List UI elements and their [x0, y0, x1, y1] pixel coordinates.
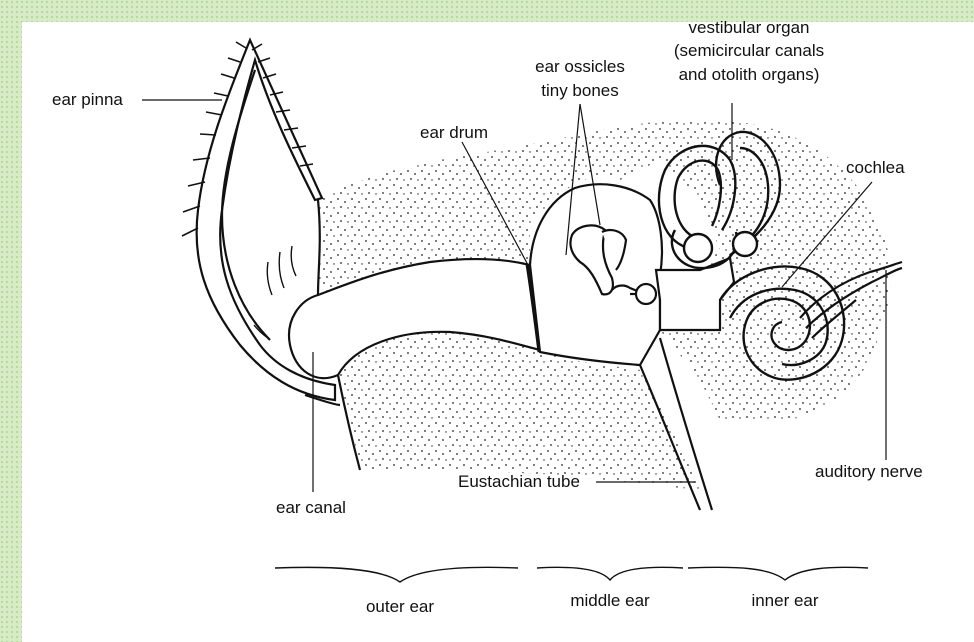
auditory-nerve-label: auditory nerve [815, 461, 923, 482]
inner-ear-label: inner ear [720, 590, 850, 611]
cochlea-label: cochlea [846, 157, 905, 178]
semicircular-canals-label: (semicircular canals [660, 40, 838, 61]
outer-ear-label: outer ear [330, 596, 470, 617]
ear-pinna-label: ear pinna [52, 89, 123, 110]
tiny-bones-label: tiny bones [522, 80, 638, 101]
otolith-organs-label: and otolith organs) [660, 64, 838, 85]
middle-ear-brace [537, 567, 683, 580]
region-braces [275, 567, 868, 582]
vestibular-organ-label: vestibular organ [660, 17, 838, 38]
inner-ear-brace [688, 567, 868, 580]
ear-drum-label: ear drum [420, 122, 488, 143]
middle-ear-label: middle ear [545, 590, 675, 611]
outer-ear-brace [275, 567, 518, 582]
eustachian-tube-label: Eustachian tube [458, 471, 580, 492]
ear-canal-label: ear canal [276, 497, 346, 518]
ear-ossicles-label: ear ossicles [522, 56, 638, 77]
